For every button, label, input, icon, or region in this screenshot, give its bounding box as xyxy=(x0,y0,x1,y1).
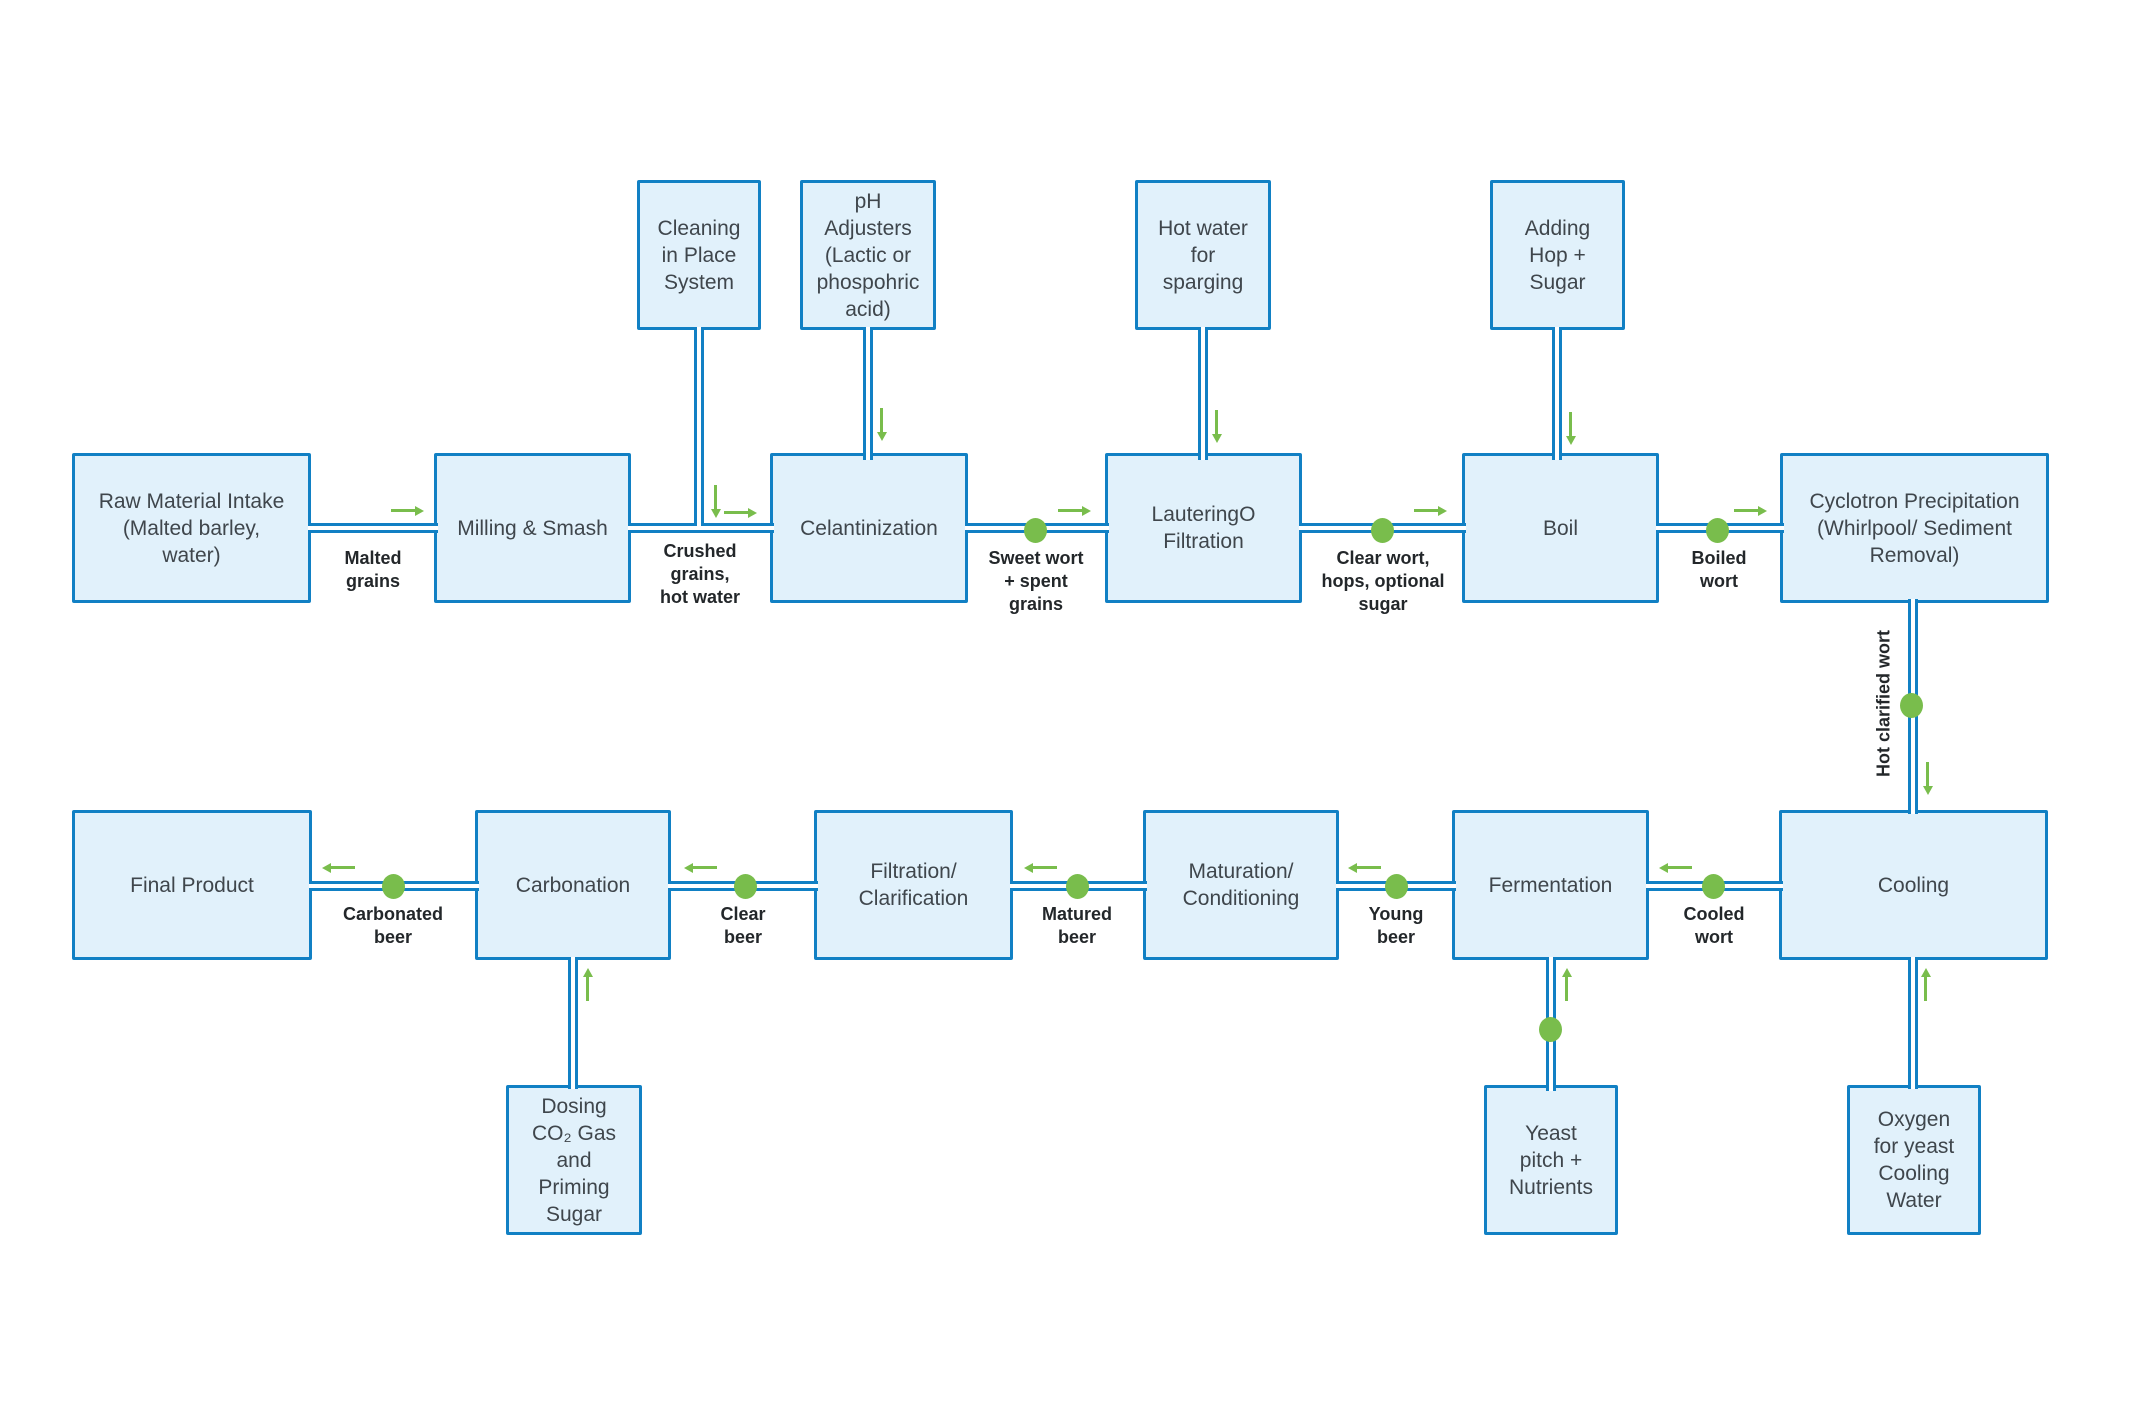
flow-label-sweet-wort: Sweet wort + spent grains xyxy=(988,548,1084,614)
flow-label-hot-clarified-wort: Hot clarified wort xyxy=(1873,630,1894,778)
flow-arrow-down-icon xyxy=(714,485,717,509)
node-label: LauteringO Filtration xyxy=(1151,503,1256,553)
node-label: Cyclotron Precipitation (Whirlpool/ Sedi… xyxy=(1809,489,2020,567)
pipe-ph-to-celantinization xyxy=(863,327,873,460)
pipe-dosing-to-carbonation xyxy=(568,957,578,1089)
node-filtration-clarification: Filtration/ Clarification xyxy=(814,810,1013,960)
node-dosing-co2: Dosing CO₂ Gas and Priming Sugar xyxy=(506,1085,642,1235)
junction-dot-matured-beer xyxy=(1066,874,1089,899)
junction-dot-clear-wort xyxy=(1371,518,1394,543)
node-hot-water-sparging: Hot water for sparging xyxy=(1135,180,1271,330)
flow-label-young-beer: Young beer xyxy=(1368,904,1424,947)
flow-arrow-left-icon xyxy=(693,866,717,869)
node-final-product: Final Product xyxy=(72,810,312,960)
flow-label-cooled-wort: Cooled wort xyxy=(1683,904,1745,947)
node-cleaning-in-place: Cleaning in Place System xyxy=(637,180,761,330)
flow-arrow-right-icon xyxy=(724,511,748,514)
flow-arrow-down-icon xyxy=(1926,762,1929,786)
node-fermentation: Fermentation xyxy=(1452,810,1649,960)
flow-arrow-up-icon xyxy=(1565,977,1568,1001)
node-milling-smash: Milling & Smash xyxy=(434,453,631,603)
node-label: Final Product xyxy=(130,873,254,897)
junction-dot-clear-beer xyxy=(734,874,757,899)
flow-label-carbonated-beer: Carbonated beer xyxy=(342,904,443,947)
flow-arrow-right-icon xyxy=(1414,509,1438,512)
node-label: Dosing CO₂ Gas and Priming Sugar xyxy=(532,1094,616,1226)
flow-arrow-right-icon xyxy=(391,509,415,512)
node-raw-material-intake: Raw Material Intake (Malted barley, wate… xyxy=(72,453,311,603)
node-oxygen-cooling-water: Oxygen for yeast Cooling Water xyxy=(1847,1085,1981,1235)
node-yeast-pitch: Yeast pitch + Nutrients xyxy=(1484,1085,1618,1235)
flow-arrow-down-icon xyxy=(1215,410,1218,434)
junction-dot-carbonated-beer xyxy=(382,874,405,899)
node-label: Cooling xyxy=(1877,873,1950,897)
flow-arrow-down-icon xyxy=(1569,412,1572,436)
node-label: Adding Hop + Sugar xyxy=(1524,216,1591,294)
node-maturation-conditioning: Maturation/ Conditioning xyxy=(1143,810,1339,960)
flow-label-clear-wort: Clear wort, hops, optional sugar xyxy=(1321,548,1445,614)
node-label: Hot water for sparging xyxy=(1158,216,1248,294)
node-adding-hop-sugar: Adding Hop + Sugar xyxy=(1490,180,1625,330)
flow-arrow-right-icon xyxy=(1058,509,1082,512)
junction-dot-sweet-wort xyxy=(1024,518,1047,543)
junction-dot-yeast-line xyxy=(1539,1017,1562,1042)
flow-label-matured-beer: Matured beer xyxy=(1041,904,1112,947)
node-ph-adjusters: pH Adjusters (Lactic or phospohric acid) xyxy=(800,180,936,330)
pipe-raw-to-milling xyxy=(308,523,438,533)
node-label: Yeast pitch + Nutrients xyxy=(1508,1121,1594,1199)
node-label: Maturation/ Conditioning xyxy=(1182,860,1300,910)
flow-arrow-left-icon xyxy=(1033,866,1057,869)
node-celantinization: Celantinization xyxy=(770,453,968,603)
flow-arrow-up-icon xyxy=(1924,977,1927,1001)
flow-label-boiled-wort: Boiled wort xyxy=(1691,548,1747,591)
flow-arrow-left-icon xyxy=(331,866,355,869)
node-carbonation: Carbonation xyxy=(475,810,671,960)
node-label: Filtration/ Clarification xyxy=(858,860,969,910)
junction-dot-boiled-wort xyxy=(1706,518,1729,543)
pipe-hotwater-to-lautering xyxy=(1198,327,1208,460)
flow-label-crushed-grains: Crushed grains, hot water xyxy=(659,541,740,607)
pipe-cleaning-to-line xyxy=(694,327,704,526)
node-cooling: Cooling xyxy=(1779,810,2048,960)
pipe-hop-to-boil xyxy=(1552,327,1562,460)
node-label: Boil xyxy=(1542,516,1579,540)
node-cyclotron-precipitation: Cyclotron Precipitation (Whirlpool/ Sedi… xyxy=(1780,453,2049,603)
flow-arrow-left-icon xyxy=(1668,866,1692,869)
flow-label-clear-beer: Clear beer xyxy=(720,904,766,947)
node-label: Cleaning in Place System xyxy=(657,216,741,294)
node-lautering-filtration: LauteringO Filtration xyxy=(1105,453,1302,603)
junction-dot-young-beer xyxy=(1385,874,1408,899)
node-label: Celantinization xyxy=(800,516,938,540)
junction-dot-hot-clarified-wort xyxy=(1900,693,1923,718)
junction-dot-cooled-wort xyxy=(1702,874,1725,899)
flow-arrow-left-icon xyxy=(1357,866,1381,869)
flow-arrow-up-icon xyxy=(586,977,589,1001)
flow-arrow-right-icon xyxy=(1734,509,1758,512)
node-label: Fermentation xyxy=(1488,873,1613,897)
node-label: Oxygen for yeast Cooling Water xyxy=(1873,1108,1955,1212)
pipe-oxygen-to-cooling xyxy=(1908,957,1918,1089)
node-label: pH Adjusters (Lactic or phospohric acid) xyxy=(816,189,920,321)
node-label: Raw Material Intake (Malted barley, wate… xyxy=(98,489,285,567)
node-label: Milling & Smash xyxy=(457,516,608,540)
flow-label-malted-grains: Malted grains xyxy=(344,548,402,591)
node-boil: Boil xyxy=(1462,453,1659,603)
node-label: Carbonation xyxy=(515,873,631,897)
flow-arrow-down-icon xyxy=(880,408,883,432)
